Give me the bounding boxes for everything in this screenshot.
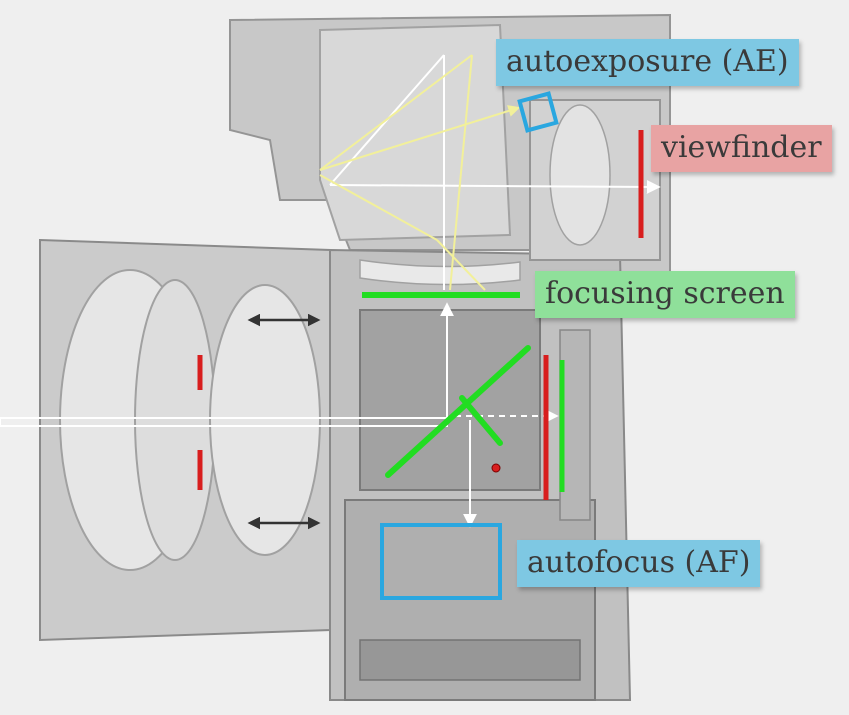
label-autoexposure: autoexposure (AE): [496, 39, 799, 86]
metering-rays: [319, 54, 521, 291]
mirror-assembly: [385, 345, 531, 478]
label-focusing-screen: focusing screen: [535, 271, 795, 318]
optical-rays: [0, 54, 661, 528]
label-viewfinder: viewfinder: [651, 125, 832, 172]
ae-sensor-icon: [517, 91, 559, 133]
label-autofocus: autofocus (AF): [517, 540, 761, 587]
dot-marker: [491, 463, 501, 473]
camera-body: [39, 13, 671, 701]
af-sensor-box: [380, 523, 502, 600]
